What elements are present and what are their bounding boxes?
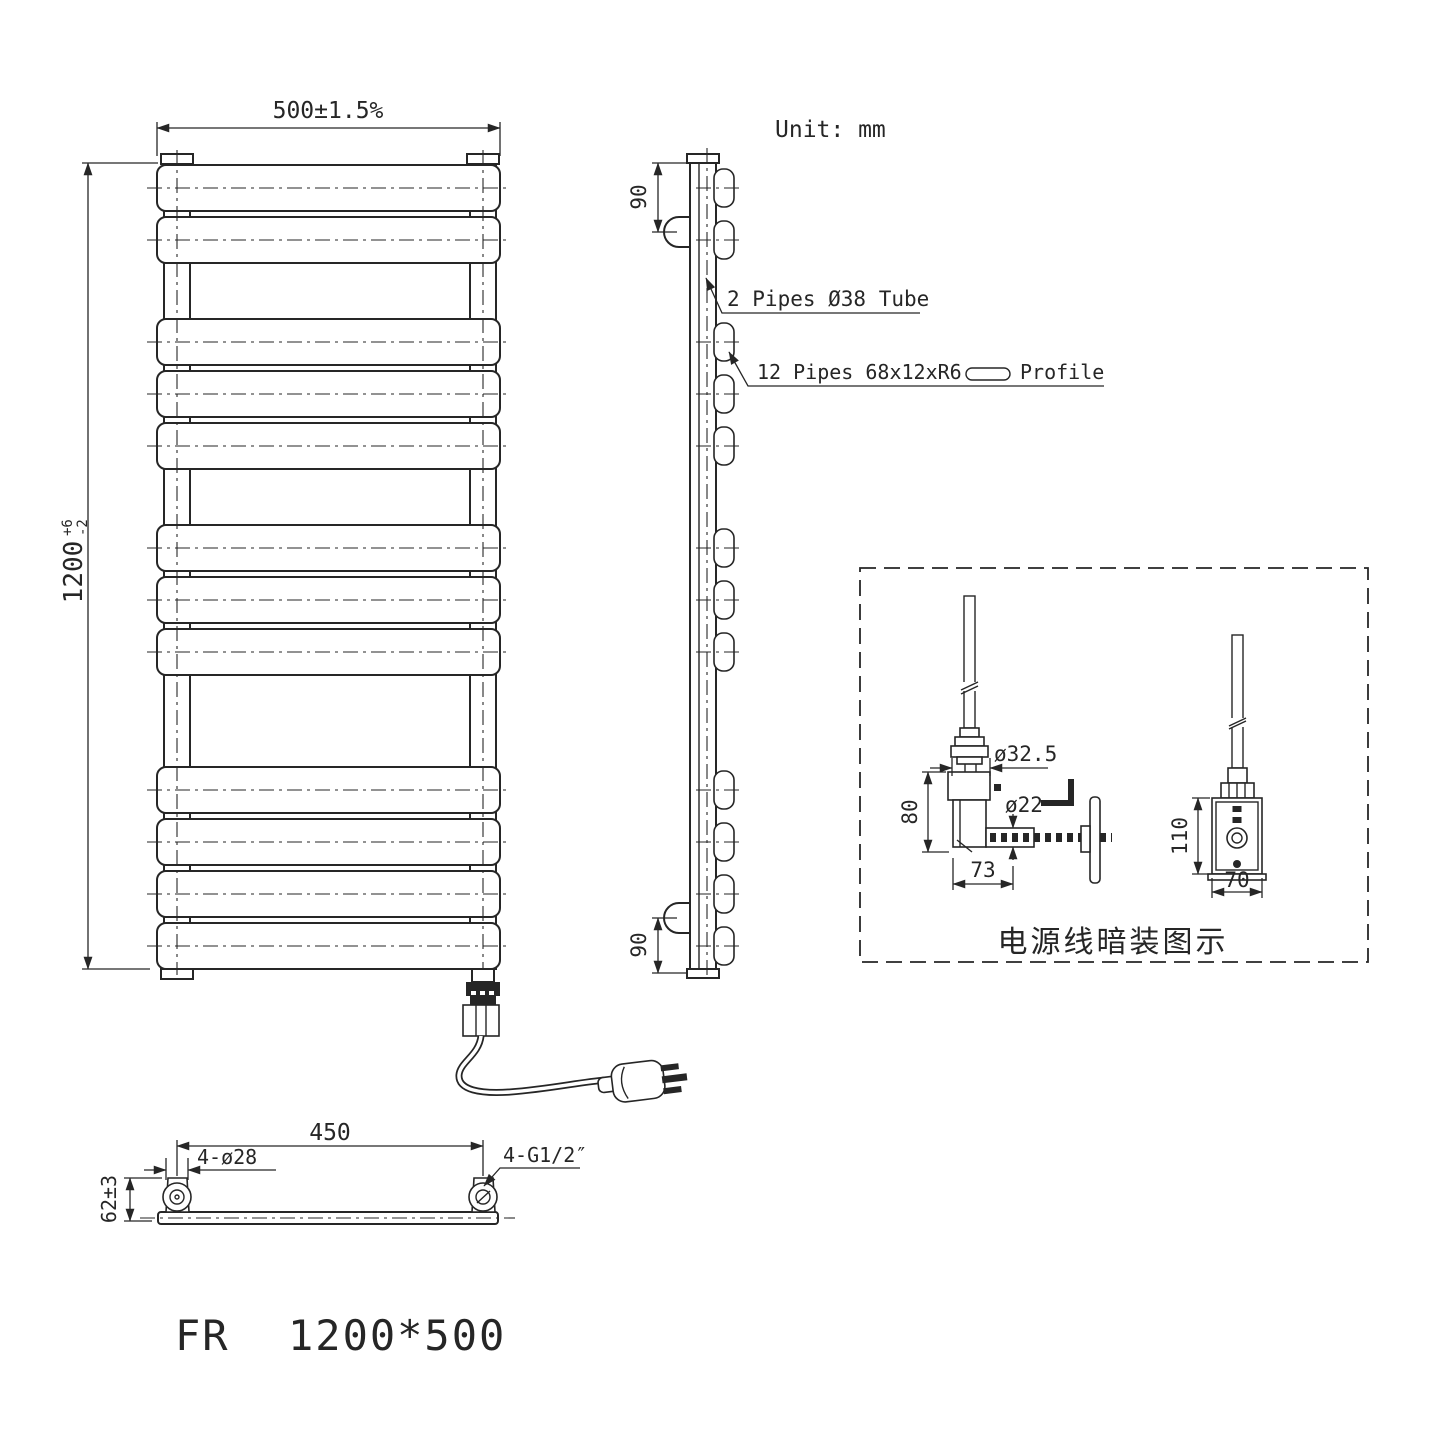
top-offset-text: 90 <box>627 184 651 209</box>
tube-callout-text: 2 Pipes Ø38 Tube <box>727 287 929 311</box>
dia-top-text: ø32.5 <box>994 742 1057 766</box>
front-view: 500±1.5% 1200 +6 -2 <box>59 98 688 1103</box>
drawing-title: FR 1200*500 <box>175 1311 506 1360</box>
height-dim-text: 1200 <box>59 541 89 604</box>
height-62-dimension: 62±3 <box>97 1175 162 1223</box>
profile-callout-suffix: Profile <box>1020 360 1104 384</box>
profile-callout-prefix: 12 Pipes 68x12xR6 <box>757 360 962 384</box>
unit-label: Unit: mm <box>775 117 886 143</box>
profile-shape-icon <box>965 367 1011 381</box>
detail-box: ø32.5 ø22 80 73 <box>859 567 1369 963</box>
dia-32-dimension: ø32.5 <box>930 742 1057 776</box>
electric-element <box>455 968 688 1103</box>
threads-text: 4-G1/2″ <box>503 1143 587 1167</box>
width-70-dimension: 70 <box>1211 868 1263 898</box>
height-62-text: 62±3 <box>97 1175 121 1223</box>
height-110-text: 110 <box>1168 817 1192 855</box>
offset-73-dimension: 73 <box>952 858 1014 890</box>
height-tol-upper: +6 <box>60 519 76 536</box>
power-plug <box>597 1059 688 1103</box>
pitch-450-dimension: 450 <box>176 1120 484 1176</box>
wall-bracket-bottom <box>663 902 691 934</box>
adjuster-knob <box>1226 827 1248 849</box>
side-centerlines <box>696 148 742 978</box>
left-fitting <box>162 1177 192 1213</box>
detail-right-figure: 110 70 <box>1168 634 1267 898</box>
dia-pipe-text: ø22 <box>1005 793 1043 817</box>
tube-callout: 2 Pipes Ø38 Tube <box>705 277 929 314</box>
height-110-dimension: 110 <box>1168 797 1210 875</box>
width-70-text: 70 <box>1224 868 1249 892</box>
plug-prong <box>660 1063 679 1072</box>
detail-caption: 电源线暗装图示 <box>998 925 1229 960</box>
towel-bars <box>156 164 501 970</box>
right-fitting <box>468 1177 498 1213</box>
wall-bracket-top <box>663 216 691 248</box>
pitch-text: 450 <box>309 1120 351 1146</box>
front-centerlines <box>147 150 510 975</box>
holes-dimension: 4-ø28 <box>144 1145 276 1180</box>
allen-key-icon <box>1041 779 1074 806</box>
height-80-text: 80 <box>898 799 922 824</box>
top-cap <box>686 153 720 164</box>
height-tol-lower: -2 <box>75 519 91 536</box>
side-view: 90 90 <box>627 148 742 979</box>
title-model: FR <box>175 1311 230 1360</box>
detail-left-figure: ø32.5 ø22 80 73 <box>898 595 1112 890</box>
offset-73-text: 73 <box>970 858 995 882</box>
width-dim-text: 500±1.5% <box>273 98 384 124</box>
holes-text: 4-ø28 <box>197 1145 257 1169</box>
bracket-top-dimension: 90 <box>627 162 688 233</box>
profile-callout: 12 Pipes 68x12xR6 Profile <box>728 351 1104 387</box>
detail-box-border <box>859 567 1369 963</box>
wall-plate <box>1089 796 1101 884</box>
plug-prong <box>661 1073 688 1084</box>
element-collar <box>462 1004 500 1037</box>
height-80-dimension: 80 <box>898 771 949 853</box>
thread-callout: 4-G1/2″ <box>483 1143 587 1187</box>
height-dimension: 1200 +6 -2 <box>59 162 158 970</box>
bracket-bottom-dimension: 90 <box>627 917 688 974</box>
bottom-offset-text: 90 <box>627 932 651 957</box>
title-size: 1200*500 <box>288 1311 506 1360</box>
dia-22-dimension: ø22 <box>1005 793 1043 860</box>
bottom-cap <box>686 968 720 979</box>
width-dimension: 500±1.5% <box>156 98 501 156</box>
bottom-view: 450 4-ø28 4-G1/2″ 62±3 <box>97 1120 587 1225</box>
plug-prong <box>663 1086 682 1095</box>
